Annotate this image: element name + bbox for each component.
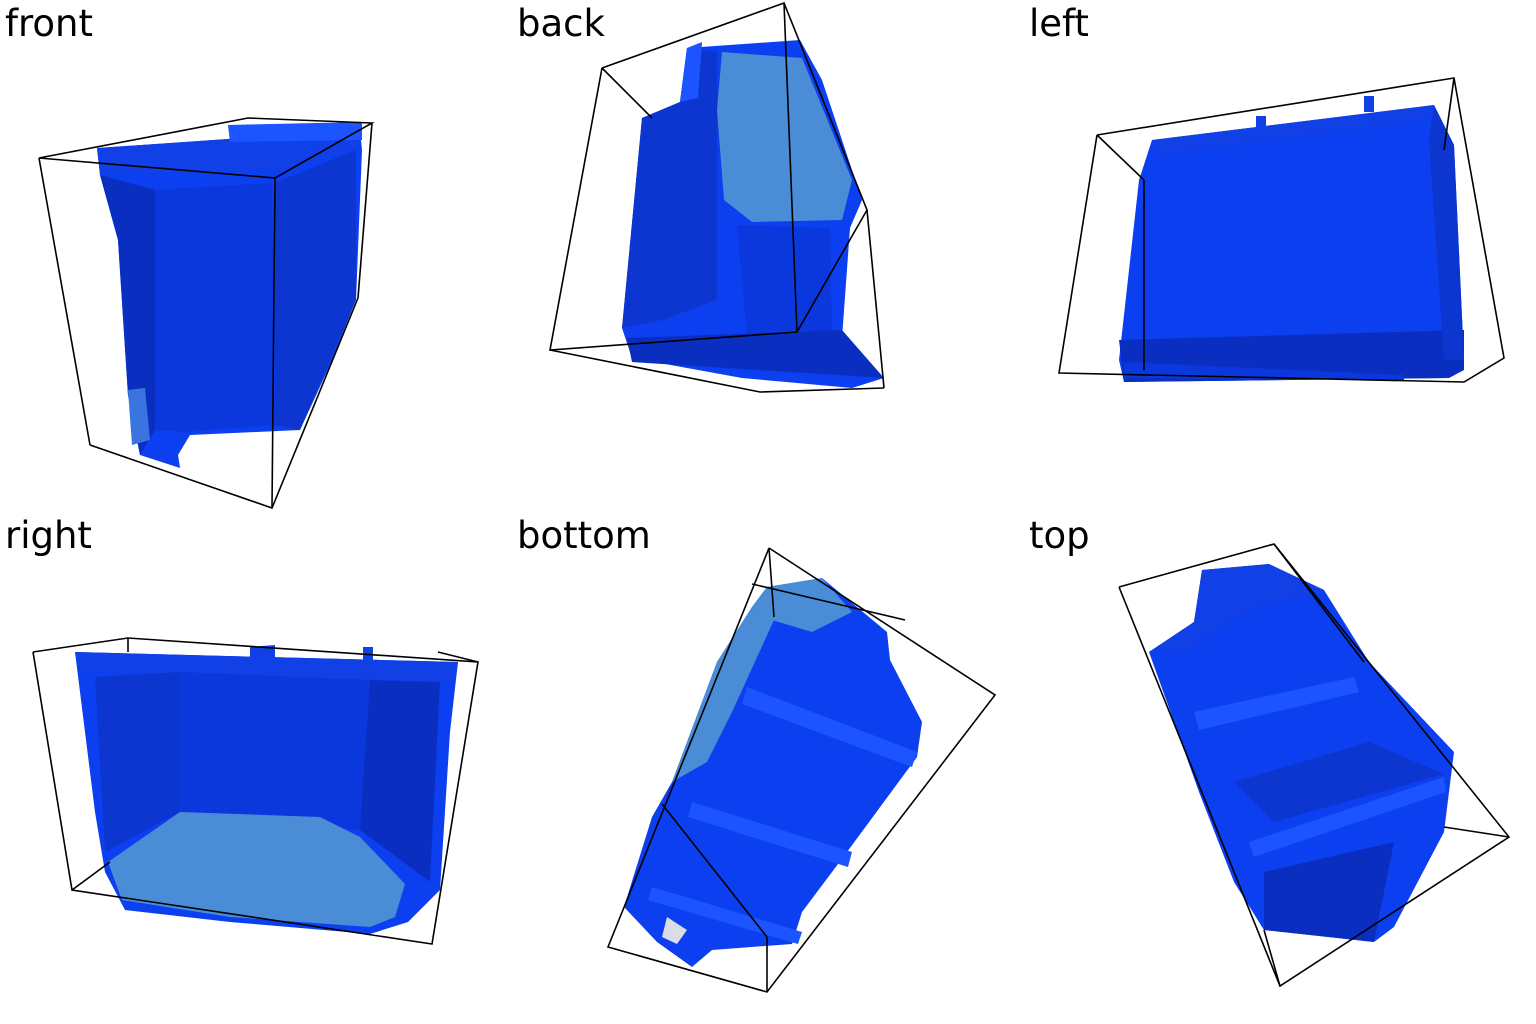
view-label-top: top — [1029, 514, 1090, 557]
view-panel-bottom: bottom — [512, 512, 1024, 1024]
bin-top — [1149, 564, 1454, 942]
view-label-back: back — [517, 2, 605, 45]
render-front — [38, 117, 375, 510]
bounding-box-back — [549, 1, 885, 393]
bin-front — [97, 122, 362, 468]
view-panel-front: front — [0, 0, 512, 512]
bin-bottom — [624, 578, 922, 967]
render-left — [1058, 77, 1505, 383]
render-top — [1118, 543, 1511, 988]
view-panel-left: left — [1024, 0, 1536, 512]
view-panel-back: back — [512, 0, 1024, 512]
view-label-bottom: bottom — [517, 514, 651, 557]
bounding-box-left — [1058, 77, 1505, 383]
view-panel-top: top — [1024, 512, 1536, 1024]
bounding-box-right — [32, 637, 479, 945]
render-back — [549, 1, 885, 393]
view-label-right: right — [5, 514, 92, 557]
render-right — [32, 637, 479, 945]
bounding-box-bottom — [606, 547, 997, 993]
bin-left — [1119, 96, 1464, 382]
render-bottom — [606, 547, 997, 993]
bin-back — [622, 40, 884, 388]
view-panel-right: right — [0, 512, 512, 1024]
bounding-box-front — [38, 117, 375, 510]
view-label-left: left — [1029, 2, 1089, 45]
bounding-box-top — [1118, 543, 1511, 988]
bin-right — [75, 645, 458, 934]
view-label-front: front — [5, 2, 94, 45]
